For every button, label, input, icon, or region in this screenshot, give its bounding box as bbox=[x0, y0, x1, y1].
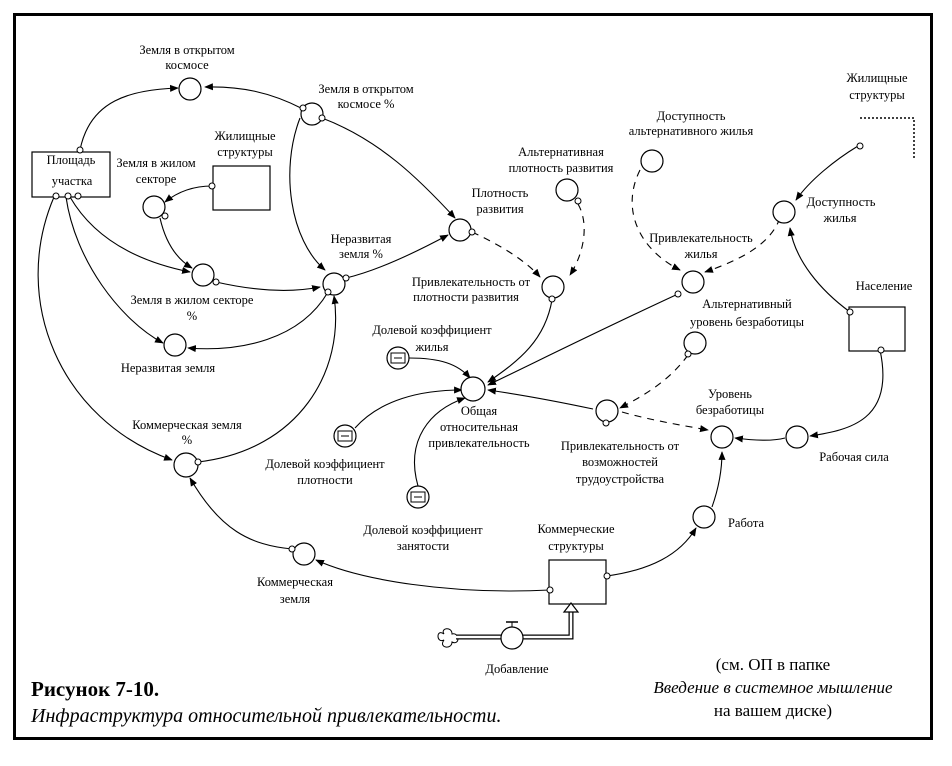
label-jobs: Работа bbox=[728, 516, 765, 530]
note-line-3: на вашем диске) bbox=[714, 701, 832, 720]
label-density-2: развития bbox=[476, 202, 523, 216]
label-employment-weight-1: Долевой коэффициент bbox=[363, 523, 483, 537]
commercial-land-pct-node[interactable] bbox=[173, 452, 199, 478]
unemployment-node[interactable] bbox=[710, 425, 734, 449]
housing-avail-node[interactable] bbox=[772, 200, 796, 224]
density-node[interactable] bbox=[448, 218, 472, 242]
note-line-2: Введение в системное мышление bbox=[653, 678, 893, 697]
housing-land-pct-node[interactable] bbox=[191, 263, 215, 287]
label-housing-land-2: секторе bbox=[136, 172, 177, 186]
commercial-structures-stock[interactable] bbox=[548, 559, 607, 605]
label-land-space-pct-1: Земля в открытом bbox=[318, 82, 413, 96]
overall-attr-node[interactable] bbox=[460, 376, 486, 402]
land-in-space-node[interactable] bbox=[178, 77, 202, 101]
label-housing-land-pct-2: % bbox=[187, 309, 197, 323]
label-unemp-rate-1: Уровень bbox=[708, 387, 752, 401]
note-line-1: (см. ОП в папке bbox=[716, 655, 830, 674]
label-land-space-pct-2: космосе % bbox=[338, 97, 395, 111]
label-alt-density-2: плотность развития bbox=[509, 161, 614, 175]
label-housing-structures-r-2: структуры bbox=[849, 88, 905, 102]
label-alt-density-1: Альтернативная bbox=[518, 145, 604, 159]
label-alt-unemp-1: Альтернативный bbox=[702, 297, 792, 311]
area-stock[interactable] bbox=[31, 151, 111, 198]
label-alt-housing-avail-2: альтернативного жилья bbox=[629, 124, 754, 138]
housing-structures-ghost-stock bbox=[860, 117, 915, 158]
label-population: Население bbox=[856, 279, 913, 293]
addition-flow[interactable] bbox=[437, 602, 580, 650]
label-jobs-attr-3: трудоустройства bbox=[576, 472, 665, 486]
label-housing-avail-1: Доступность bbox=[807, 195, 876, 209]
dashed-links bbox=[471, 169, 781, 433]
alt-housing-avail-node[interactable] bbox=[640, 149, 664, 173]
label-commercial-land-1: Коммерческая bbox=[257, 575, 333, 589]
label-land-space-1: Земля в открытом bbox=[139, 43, 234, 57]
label-undeveloped-land: Неразвитая земля bbox=[121, 361, 216, 375]
housing-land-node[interactable] bbox=[142, 195, 166, 219]
label-attr-density-2: плотности развития bbox=[413, 290, 519, 304]
label-jobs-attr-1: Привлекательность от bbox=[561, 439, 680, 453]
label-alt-housing-avail-1: Доступность bbox=[657, 109, 726, 123]
figure-title: Рисунок 7-10. bbox=[31, 677, 159, 701]
label-housing-land-1: Земля в жилом bbox=[116, 156, 195, 170]
cloud-icon bbox=[437, 628, 459, 648]
attr-density-node[interactable] bbox=[541, 275, 565, 299]
label-undeveloped-pct-1: Неразвитая bbox=[331, 232, 392, 246]
label-employment-weight-2: занятости bbox=[397, 539, 450, 553]
figure-subtitle: Инфраструктура относительной привлекател… bbox=[30, 705, 501, 727]
label-commercial-structures-2: структуры bbox=[548, 539, 604, 553]
node-labels: Земля в открытом космосе Земля в открыто… bbox=[47, 43, 913, 676]
label-overall-attr-1: Общая bbox=[461, 404, 498, 418]
employment-weight-const[interactable] bbox=[406, 485, 430, 509]
label-housing-avail-2: жилья bbox=[822, 211, 856, 225]
label-overall-attr-3: привлекательность bbox=[428, 436, 529, 450]
undeveloped-land-node[interactable] bbox=[163, 333, 187, 357]
label-area-2: участка bbox=[52, 174, 93, 188]
label-housing-attr-2: жилья bbox=[683, 247, 717, 261]
label-overall-attr-2: относительная bbox=[440, 420, 518, 434]
alt-density-node[interactable] bbox=[555, 178, 579, 202]
labor-force-node[interactable] bbox=[785, 425, 809, 449]
label-undeveloped-pct-2: земля % bbox=[339, 247, 383, 261]
label-housing-structures-2: структуры bbox=[217, 145, 273, 159]
label-area-1: Площадь bbox=[47, 153, 96, 167]
label-jobs-attr-2: возможностей bbox=[582, 455, 658, 469]
jobs-attr-node[interactable] bbox=[595, 399, 619, 423]
label-density-1: Плотность bbox=[472, 186, 529, 200]
label-housing-attr-1: Привлекательность bbox=[649, 231, 753, 245]
jobs-node[interactable] bbox=[692, 505, 716, 529]
label-attr-density-1: Привлекательность от bbox=[412, 275, 531, 289]
label-housing-structures-1: Жилищные bbox=[214, 129, 276, 143]
label-housing-structures-r-1: Жилищные bbox=[846, 71, 908, 85]
population-stock[interactable] bbox=[848, 306, 906, 352]
label-housing-weight-1: Долевой коэффициент bbox=[372, 323, 492, 337]
label-housing-weight-2: жилья bbox=[414, 340, 448, 354]
alt-unemp-node[interactable] bbox=[683, 331, 707, 355]
land-in-space-pct-node[interactable] bbox=[300, 102, 324, 126]
commercial-land-node[interactable] bbox=[292, 542, 316, 566]
label-commercial-land-2: земля bbox=[280, 592, 311, 606]
addition-valve-node bbox=[500, 626, 524, 650]
label-commercial-land-pct-2: % bbox=[182, 433, 192, 447]
label-land-space-2: космосе bbox=[165, 58, 209, 72]
housing-structures-stock[interactable] bbox=[212, 165, 271, 211]
label-density-weight-1: Долевой коэффициент bbox=[265, 457, 385, 471]
label-density-weight-2: плотности bbox=[297, 473, 353, 487]
label-commercial-structures-1: Коммерческие bbox=[537, 522, 614, 536]
label-housing-land-pct-1: Земля в жилом секторе bbox=[131, 293, 254, 307]
housing-weight-const[interactable] bbox=[386, 346, 410, 370]
label-alt-unemp-2: уровень безработицы bbox=[690, 315, 805, 329]
housing-attr-node[interactable] bbox=[681, 270, 705, 294]
links bbox=[37, 83, 884, 592]
density-weight-const[interactable] bbox=[333, 424, 357, 448]
label-unemp-rate-2: безработицы bbox=[696, 403, 765, 417]
ports bbox=[52, 104, 885, 594]
label-labor-force: Рабочая сила bbox=[819, 450, 889, 464]
label-commercial-land-pct-1: Коммерческая земля bbox=[132, 418, 242, 432]
label-addition: Добавление bbox=[485, 662, 549, 676]
